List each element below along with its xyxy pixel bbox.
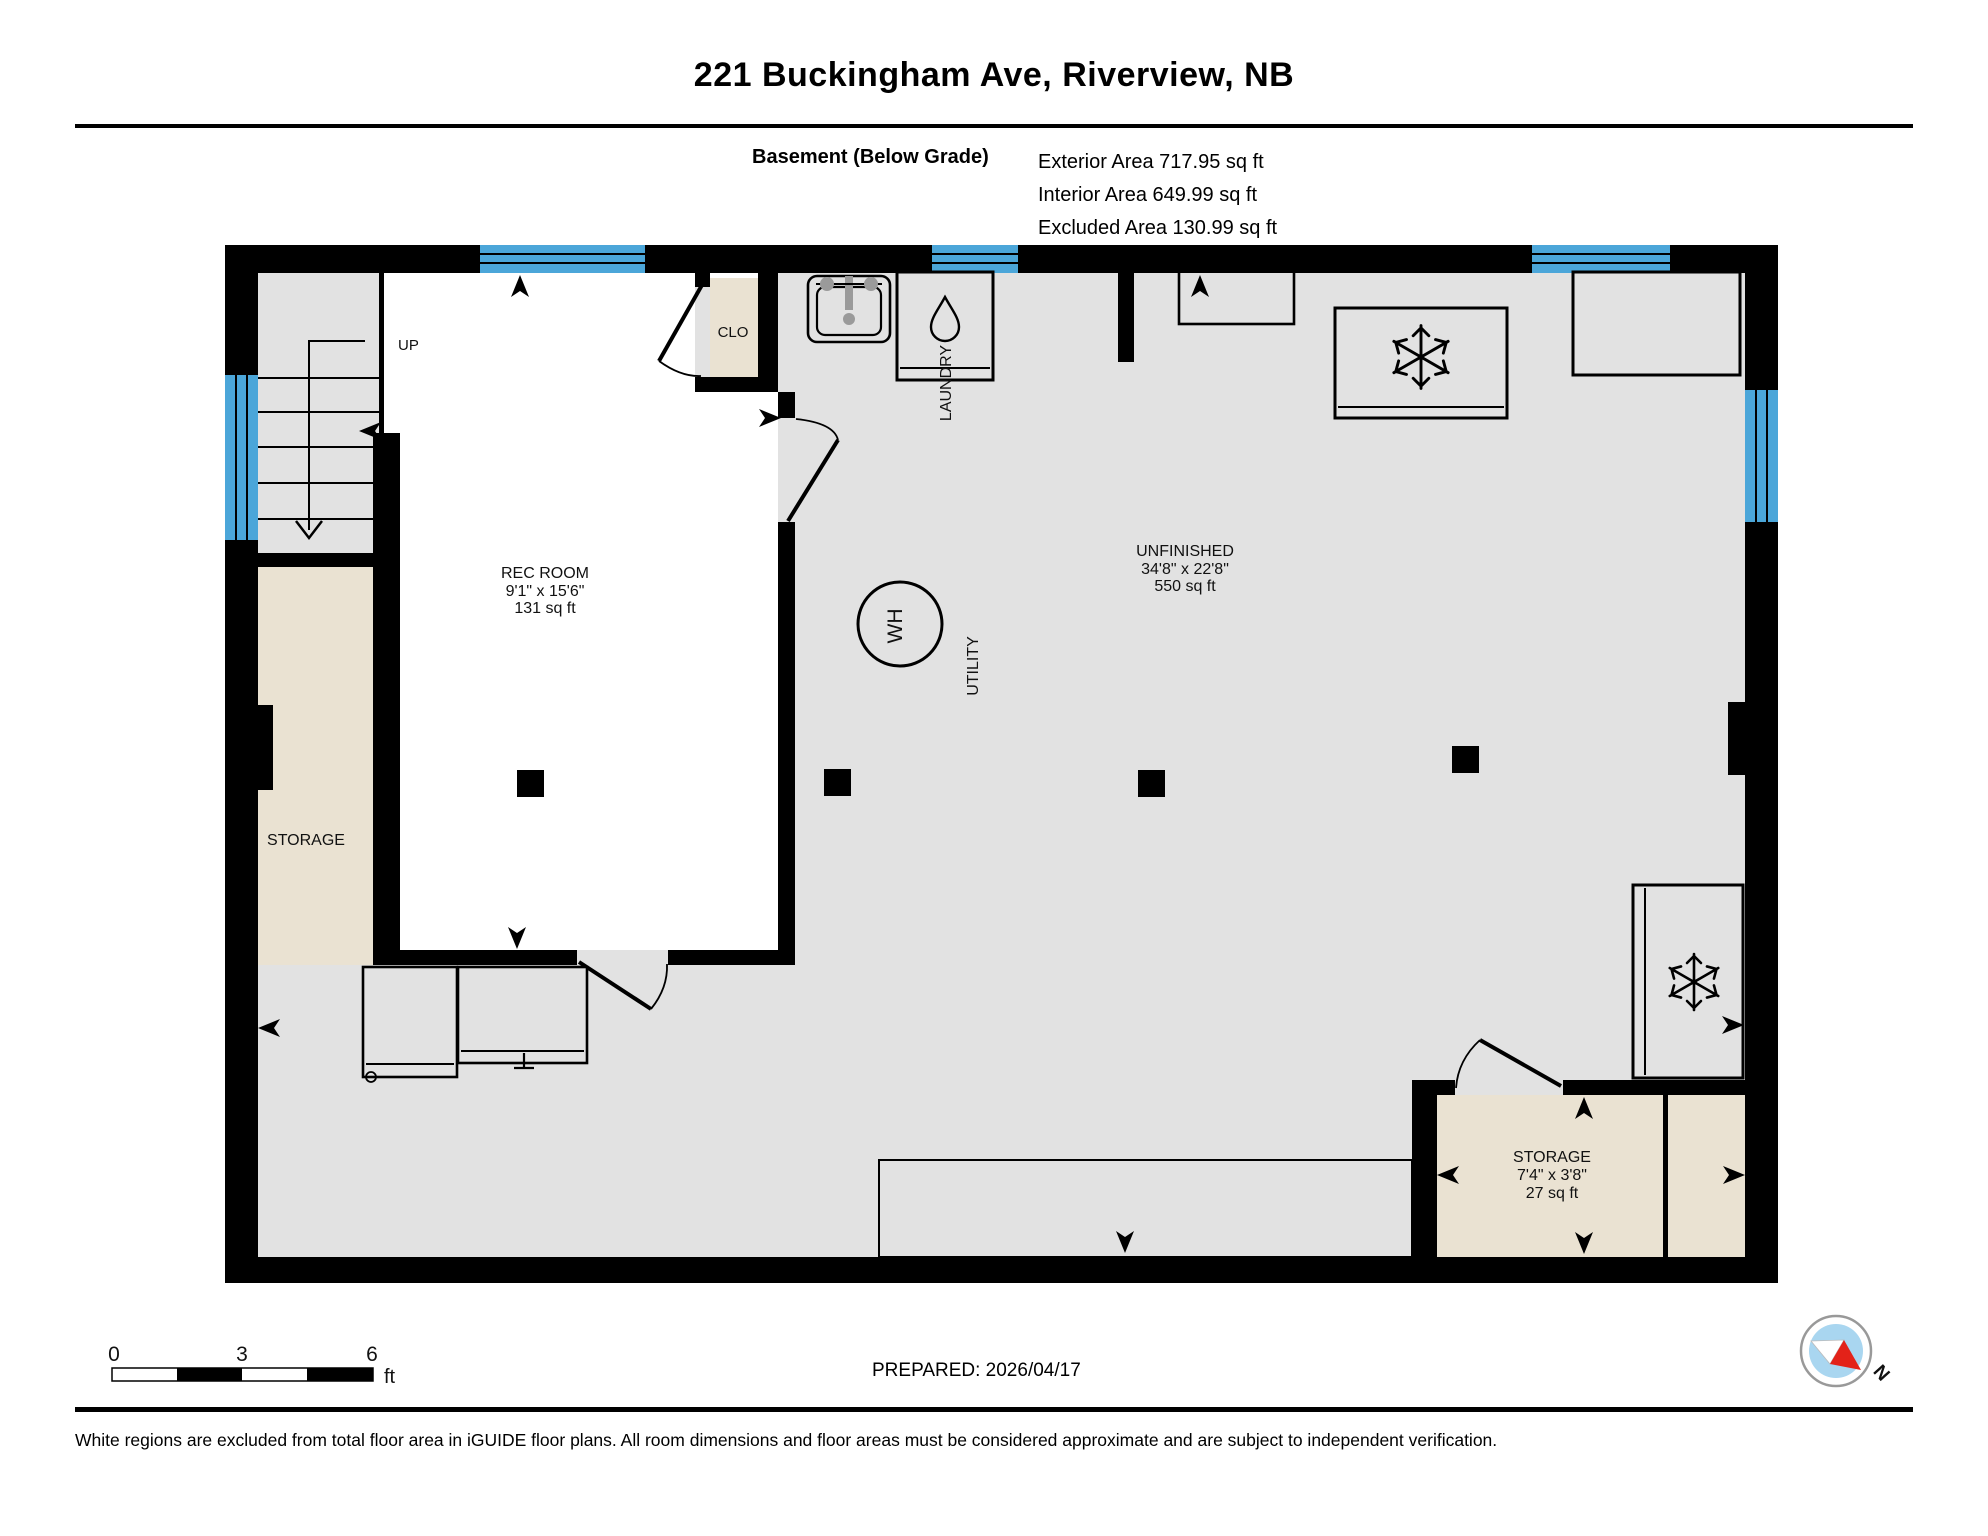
unfinished-area: 550 sq ft — [1154, 578, 1216, 595]
floor-region-outline — [878, 1159, 1413, 1258]
excluded-area: Excluded Area 130.99 sq ft — [1038, 217, 1278, 239]
freezer — [1631, 883, 1745, 1080]
door-opening — [695, 287, 710, 377]
page-title: 221 Buckingham Ave, Riverview, NB — [693, 56, 1295, 94]
footer-rule — [75, 1407, 1913, 1412]
stairs-up-label: UP — [398, 337, 419, 354]
stair-direction-line — [308, 340, 365, 530]
scale-tick: 6 — [366, 1343, 378, 1366]
wall-segment — [668, 950, 795, 965]
plan: REC ROOM 9'1" x 15'6" 131 sq ft UNFINISH… — [225, 245, 1778, 1283]
door-opening — [778, 418, 795, 522]
appliance — [361, 965, 459, 1083]
fixture-box — [1571, 270, 1742, 377]
wall-pier — [1728, 702, 1745, 775]
prepared-date: PREPARED: 2026/04/17 — [872, 1360, 1081, 1381]
scale-tick: 3 — [236, 1343, 248, 1366]
closet-region — [710, 278, 758, 377]
wall-stub — [1118, 245, 1134, 362]
appliance — [456, 965, 589, 1070]
area-summary: Exterior Area 717.95 sq ft Interior Area… — [1038, 146, 1277, 245]
doors — [577, 284, 1562, 1089]
exterior-area: Exterior Area 717.95 sq ft — [1038, 151, 1264, 173]
closet-label: CLO — [718, 324, 749, 341]
door — [1455, 1038, 1562, 1089]
wall-segment — [1563, 1080, 1745, 1095]
door — [657, 284, 704, 377]
laundry-tub — [895, 270, 995, 382]
disclaimer-text: White regions are excluded from total fl… — [75, 1430, 1498, 1450]
compass-north-label: N — [1869, 1361, 1894, 1385]
storage-right-label: STORAGE — [1513, 1149, 1591, 1166]
door-opening — [1455, 1080, 1563, 1095]
door — [577, 960, 668, 1011]
rec-room-dims: 9'1" x 15'6" — [506, 583, 585, 600]
staircase — [258, 340, 379, 541]
interior-area: Interior Area 649.99 sq ft — [1038, 184, 1258, 206]
door — [786, 418, 840, 523]
column — [1452, 746, 1479, 773]
laundry-label: LAUNDRY — [938, 345, 955, 422]
compass-icon: N — [1799, 1314, 1894, 1388]
door-opening — [577, 950, 668, 965]
wall-segment — [758, 273, 778, 377]
column — [1138, 770, 1165, 797]
wall-segment — [695, 273, 710, 287]
rec-room-area: 131 sq ft — [514, 600, 576, 617]
storage-right-area: 27 sq ft — [1526, 1185, 1579, 1202]
wall-segment — [1663, 1095, 1668, 1257]
storage-right-region — [1437, 1095, 1663, 1257]
freezer — [1333, 306, 1509, 420]
columns — [517, 746, 1479, 797]
wall-segment — [373, 433, 400, 965]
stair-direction-arrow-icon — [295, 520, 323, 541]
window — [932, 245, 1018, 273]
wall-segment — [778, 522, 795, 950]
storage-right-dims: 7'4" x 3'8" — [1517, 1167, 1587, 1184]
wall-segment — [1412, 1080, 1437, 1257]
door-openings — [577, 287, 1563, 1095]
window — [1532, 245, 1670, 273]
water-heater-label: WH — [884, 609, 907, 644]
water-heater-icon — [856, 580, 944, 668]
wall-segment — [1412, 1080, 1455, 1095]
windows — [225, 245, 1778, 540]
wall-segment — [778, 392, 795, 418]
wall-segment — [695, 377, 778, 392]
wall-pier — [258, 705, 273, 790]
scale-tick: 0 — [108, 1343, 120, 1366]
rec-room-label: REC ROOM — [501, 565, 589, 582]
column — [517, 770, 544, 797]
sink-icon — [806, 274, 892, 344]
utility-label: UTILITY — [965, 636, 982, 696]
wall-segment — [373, 950, 577, 965]
header-rule — [75, 124, 1913, 128]
unfinished-label: UNFINISHED — [1136, 543, 1234, 560]
scale-bar: 0 3 6 ft — [108, 1343, 395, 1388]
storage-left-label: STORAGE — [267, 832, 345, 849]
window — [1745, 390, 1778, 522]
column — [824, 769, 851, 796]
wall-segment — [258, 553, 400, 567]
interior-walls — [258, 245, 1745, 1257]
fixture-box — [1177, 269, 1296, 326]
unfinished-dims: 34'8" x 22'8" — [1141, 561, 1229, 578]
window — [225, 375, 258, 540]
floor-label: Basement (Below Grade) — [752, 146, 989, 168]
room-labels: REC ROOM 9'1" x 15'6" 131 sq ft UNFINISH… — [267, 324, 1591, 1202]
fixtures — [361, 269, 1745, 1258]
storage-left-region — [258, 567, 373, 965]
window — [480, 245, 645, 273]
scale-unit: ft — [384, 1366, 396, 1388]
wall-segment — [379, 273, 384, 433]
water-drop-icon — [929, 294, 961, 343]
